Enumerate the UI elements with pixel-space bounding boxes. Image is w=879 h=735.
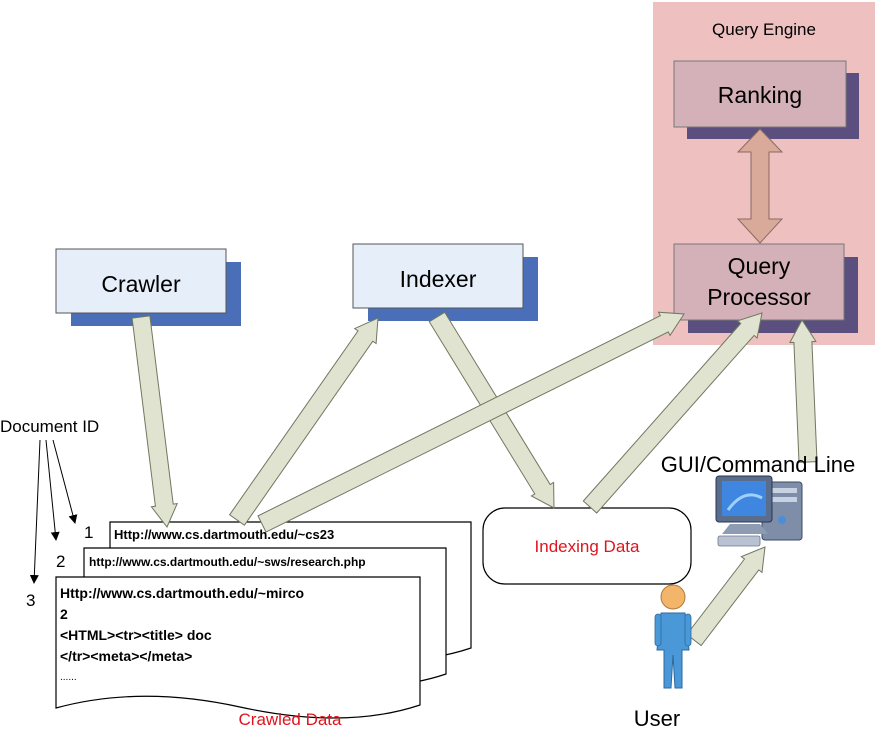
computer-icon (715, 475, 803, 547)
document-3-number: 3 (26, 591, 35, 610)
document-1-number: 1 (84, 523, 93, 542)
doc-id-arrow-2 (45, 439, 60, 541)
crawler-box (55, 248, 227, 314)
query-processor-label-line1: Query (728, 253, 791, 279)
user-icon (654, 584, 692, 689)
document-1-url: Http://www.cs.dartmouth.edu/~cs23 (114, 527, 334, 542)
indexer-box (352, 243, 524, 309)
indexing-data-box (482, 507, 692, 585)
arrow-crawler-to-crawled-data (131, 315, 179, 528)
ranking-box (673, 60, 847, 128)
arrow-gui-to-query-processor (789, 319, 818, 463)
document-3-line-3: </tr><meta></meta> (60, 648, 192, 664)
document-3-line-4: ...... (60, 672, 77, 683)
ranking-processor-arrow (736, 128, 784, 244)
arrow-crawled-data-to-query-processor (257, 311, 685, 533)
arrow-indexing-data-to-query-processor (582, 312, 763, 514)
gui-label: GUI/Command Line (661, 452, 855, 477)
crawled-data-label: Crawled Data (239, 710, 343, 729)
indexer-label: Indexer (400, 266, 477, 292)
indexing-data-label: Indexing Data (535, 537, 640, 556)
ranking-label: Ranking (718, 82, 802, 108)
document-2-url: http://www.cs.dartmouth.edu/~sws/researc… (89, 555, 366, 569)
doc-id-arrow-1 (52, 439, 78, 524)
document-3-url: Http://www.cs.dartmouth.edu/~mirco (60, 585, 304, 601)
document-3-line-2: <HTML><tr><title> doc (60, 627, 212, 643)
query-processor-label-line2: Processor (707, 284, 811, 310)
crawler-label: Crawler (101, 271, 181, 297)
arrow-user-to-gui (686, 546, 766, 647)
arrow-crawled-data-to-indexer (228, 317, 379, 526)
document-2-number: 2 (56, 552, 65, 571)
flow-arrows (131, 311, 818, 647)
document-id-label: Document ID (0, 417, 99, 436)
query-processor-box (673, 243, 845, 321)
query-engine-title: Query Engine (712, 20, 816, 39)
document-3-line-1: 2 (60, 606, 68, 622)
document-page-3 (55, 576, 421, 719)
user-label: User (634, 706, 680, 731)
doc-id-arrow-3 (29, 439, 41, 584)
